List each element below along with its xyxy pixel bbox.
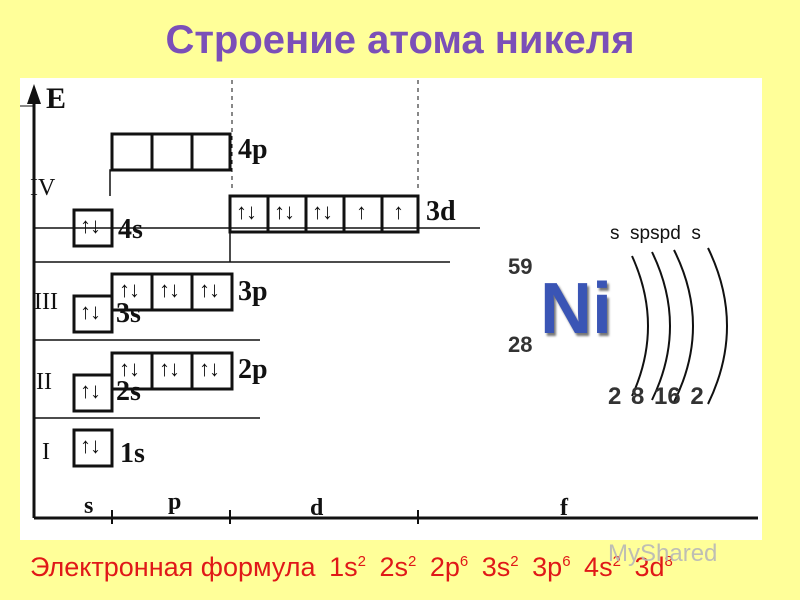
orbital-3d-4: ↑	[356, 199, 367, 224]
sublevel-label-3p: 3p	[238, 276, 268, 307]
orbital-3d-5: ↑	[393, 199, 404, 224]
orbital-3d-1: ↑↓	[236, 199, 257, 224]
energy-diagram-panel: E I II III IV 1s 2s 2p 3s 3p 4s 3d 4p ↑↓…	[20, 78, 762, 540]
formula-term-3p: 3p6	[532, 552, 571, 582]
sublevel-label-4p: 4p	[238, 134, 268, 165]
slide-title: Строение атома никеля	[165, 18, 635, 62]
electron-formula: Электронная формула 1s2 2s2 2p6 3s2 3p6 …	[30, 552, 673, 583]
period-label-1: I	[42, 439, 50, 465]
mass-number: 59	[508, 254, 533, 279]
orbital-2s: ↑↓	[80, 378, 101, 403]
column-label-s: s	[84, 493, 94, 519]
orbital-2p-3: ↑↓	[199, 356, 220, 381]
period-label-4: IV	[30, 175, 56, 201]
shell-sublevels: s spspd s	[610, 223, 701, 244]
formula-term-2s: 2s2	[379, 552, 417, 582]
sublevel-label-4s: 4s	[118, 214, 143, 245]
formula-term-3s: 3s2	[481, 552, 519, 582]
orbital-1s: ↑↓	[80, 433, 101, 458]
period-label-2: II	[36, 369, 52, 395]
sublevel-label-1s: 1s	[120, 438, 145, 469]
sublevel-label-2p: 2p	[238, 354, 268, 385]
orbital-3p-3: ↑↓	[199, 277, 220, 302]
electron-shell-arcs	[631, 247, 728, 405]
orbital-4s: ↑↓	[80, 213, 101, 238]
watermark-text: MyShared	[608, 540, 718, 567]
column-label-f: f	[560, 495, 568, 521]
element-symbol: Ni	[540, 269, 612, 349]
orbital-3p-2: ↑↓	[159, 277, 180, 302]
shell-electron-counts: 2 8 16 2	[608, 383, 704, 410]
orbital-2p-1: ↑↓	[119, 356, 140, 381]
formula-label: Электронная формула	[30, 552, 316, 582]
orbital-3p-1: ↑↓	[119, 277, 140, 302]
sublevel-label-2s: 2s	[116, 376, 141, 407]
orbital-3d-3: ↑↓	[312, 199, 333, 224]
formula-term-4s: 4s2	[584, 552, 621, 582]
column-label-p: p	[168, 489, 182, 515]
period-label-3: III	[34, 289, 58, 315]
sublevel-label-3d: 3d	[426, 196, 456, 227]
orbital-3d-2: ↑↓	[274, 199, 295, 224]
energy-diagram	[20, 80, 758, 524]
formula-term-2p: 2p6	[429, 552, 469, 582]
orbital-3s: ↑↓	[80, 299, 101, 324]
column-label-d: d	[310, 495, 324, 521]
orbital-2p-2: ↑↓	[159, 356, 180, 381]
sublevel-label-3s: 3s	[116, 298, 141, 329]
atomic-number: 28	[508, 332, 533, 357]
energy-axis-label: E	[46, 82, 67, 115]
formula-term-1s: 1s2	[329, 552, 366, 582]
formula-term-3d: 3d8	[634, 552, 673, 582]
